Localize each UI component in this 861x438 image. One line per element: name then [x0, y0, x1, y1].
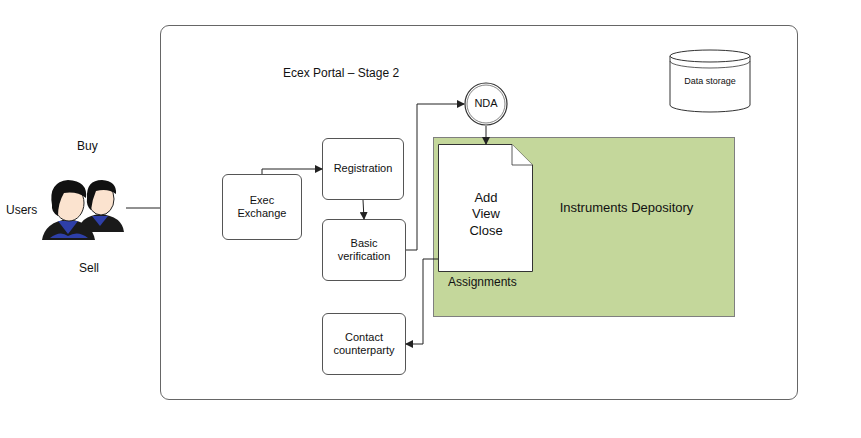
document-shape: Add View CloseAssignments [438, 144, 533, 294]
node-text: Instruments Depository [559, 200, 694, 216]
node-text: Registration [334, 162, 393, 175]
connector [262, 169, 322, 174]
user-figure [42, 180, 95, 240]
process-box: Contact counterparty [322, 313, 406, 375]
user-label: Buy [77, 139, 98, 153]
node-text: Assignments [448, 275, 517, 289]
user-label: Users [6, 203, 37, 217]
user-figure [78, 180, 124, 232]
depository-region: Instruments Depository Add View CloseAssi… [433, 137, 735, 317]
node-text: Ecex Portal – Stage 2 [283, 66, 399, 80]
user-label: Sell [79, 261, 99, 275]
process-box: Basic verification [322, 219, 406, 281]
node-text: Add View Close [460, 190, 512, 239]
node-text: Data storage [669, 76, 751, 87]
connector [486, 126, 487, 144]
node-text: NDA [474, 97, 497, 110]
connector [406, 259, 438, 344]
process-box: Exec Exchange [222, 174, 302, 240]
node-text: Basic verification [329, 237, 399, 263]
process-box: Registration [322, 138, 404, 200]
connector [363, 200, 364, 219]
portal-frame: Ecex Portal – Stage 2 Exec Exchange Regist… [160, 25, 798, 400]
node-text: Contact counterparty [329, 331, 399, 357]
connector [406, 104, 464, 250]
node-text: Exec Exchange [232, 194, 292, 220]
data-storage-cylinder: Data storage [669, 49, 751, 113]
nda-circle: NDA [464, 82, 508, 126]
